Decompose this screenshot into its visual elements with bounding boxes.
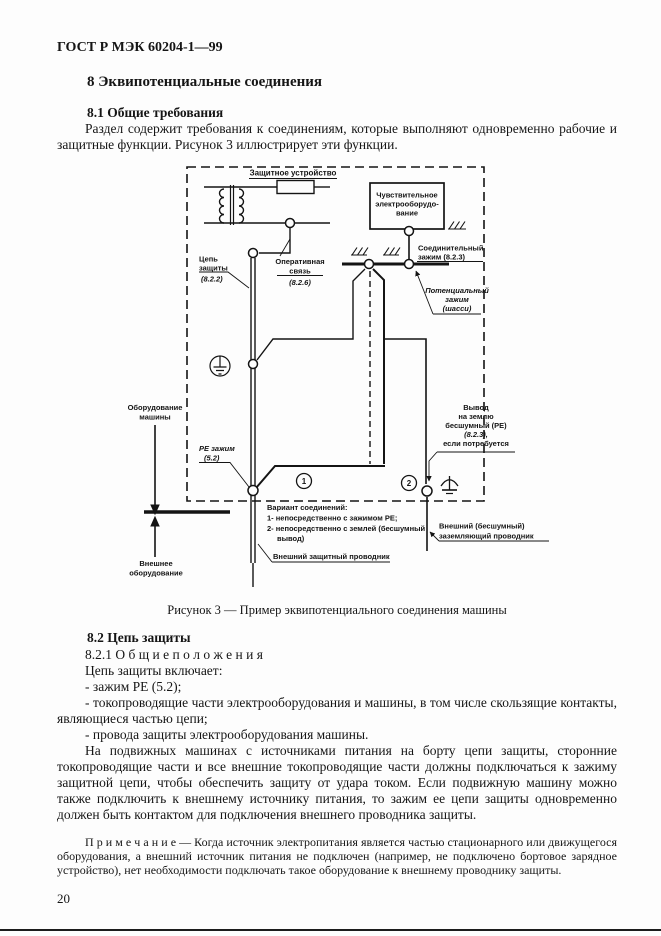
section-8-1-paragraph: Раздел содержит требования к соединениям…: [57, 121, 617, 152]
external-protective-conductor-label: Внешний защитный проводник: [273, 552, 390, 561]
noiseless-earth-label: на землю: [458, 412, 494, 421]
protection-circuit-ref: (8.2.2): [201, 275, 223, 284]
external-equipment-label: Внешнее: [139, 559, 172, 568]
note-paragraph: П р и м е ч а н и е — Когда источник эле…: [57, 835, 617, 877]
section-8-2-1-title: 8.2.1 О б щ и е п о л о ж е н и я: [85, 647, 263, 662]
noiseless-earth-ref: (8.2.3),: [464, 430, 488, 439]
variant-2-text: 2- непосредственно с землей (бесшумный: [267, 524, 426, 533]
variant-1-text: 1- непосредственно с зажимом РЕ;: [267, 514, 397, 523]
connection-terminal-label: зажим (8.2.3): [418, 253, 466, 262]
section-8-title: 8 Эквипотенциальные соединения: [87, 74, 322, 90]
scan-edge-line: [0, 929, 661, 931]
variant-2-text: вывод): [277, 534, 305, 543]
standard-designation: ГОСТ Р МЭК 60204-1—99: [57, 40, 223, 55]
external-equipment-label: оборудование: [129, 569, 183, 578]
sensitive-equipment-label: Чувствительное: [376, 191, 437, 200]
section-8-2-paragraph: На подвижных машинах с источниками питан…: [57, 743, 617, 822]
label-leaders: [199, 178, 549, 563]
variant-2-marker-label: 2: [407, 479, 412, 488]
protective-earth-icon: [209, 355, 231, 377]
pe-terminal-label: (5.2): [204, 454, 220, 463]
sensitive-equipment-label: электрооборудо-: [375, 200, 439, 209]
protection-circuit-label: Цепь: [199, 255, 218, 264]
external-earthing-conductor-label: заземляющий проводник: [439, 532, 534, 541]
noiseless-earth-label: бесшумный (РЕ): [445, 421, 507, 430]
earth-electrode-icon: [440, 476, 459, 495]
protection-circuit-label: защиты: [199, 264, 228, 273]
pe-terminal-label: РЕ зажим: [199, 444, 235, 453]
diagram-wiring: [204, 179, 449, 587]
protective-device-label: Защитное устройство: [250, 169, 337, 178]
external-earthing-conductor-label: Внешний (бесшумный): [439, 522, 525, 531]
list-item: - токопроводящие части электрооборудован…: [57, 695, 617, 726]
machine-equipment-label: Оборудование: [128, 403, 183, 412]
list-item: - зажим РЕ (5.2);: [85, 679, 182, 694]
potential-terminal-label: (шасси): [443, 304, 472, 313]
noiseless-earth-label: Вывод: [463, 403, 489, 412]
operative-link-label: связь: [289, 267, 311, 276]
machine-equipment-label: машины: [139, 413, 170, 422]
variant-2-marker: [400, 474, 418, 492]
variants-title: Вариант соединений:: [267, 503, 347, 512]
potential-terminal-label: Потенциальный: [425, 286, 489, 295]
operative-link-label: Оперативная: [275, 257, 324, 266]
connection-terminal-label: Соединительный: [418, 244, 484, 253]
machine-boundary: [186, 166, 485, 502]
section-8-2: 8.2 Цепь защиты 8.2.1 О б щ и е п о л о …: [57, 630, 617, 877]
potential-terminal-label: зажим: [445, 295, 469, 304]
figure-3-diagram: Чувствительное электрооборудо- вание 1 2: [128, 166, 549, 587]
variant-1-marker-label: 1: [302, 477, 307, 486]
chassis-ground-icon: [351, 221, 466, 256]
section-8-2-title: 8.2 Цепь защиты: [87, 630, 191, 645]
boundary-arrows: [144, 425, 230, 557]
section-8-1-title: 8.1 Общие требования: [87, 105, 224, 120]
operative-link-ref: (8.2.6): [289, 278, 311, 287]
noiseless-earth-label: если потребуется: [443, 439, 509, 448]
variant-1-marker: [295, 472, 313, 490]
sensitive-equipment-label: вание: [396, 209, 418, 218]
list-item: - провода защиты электрооборудования маш…: [85, 727, 369, 742]
terminal-circles: [247, 217, 433, 497]
figure-3: Чувствительное электрооборудо- вание 1 2: [57, 159, 617, 601]
page-number: 20: [57, 891, 70, 906]
figure-3-caption: Рисунок 3 — Пример эквипотенциального со…: [167, 603, 507, 617]
protection-circuit-intro: Цепь защиты включает:: [85, 663, 223, 678]
